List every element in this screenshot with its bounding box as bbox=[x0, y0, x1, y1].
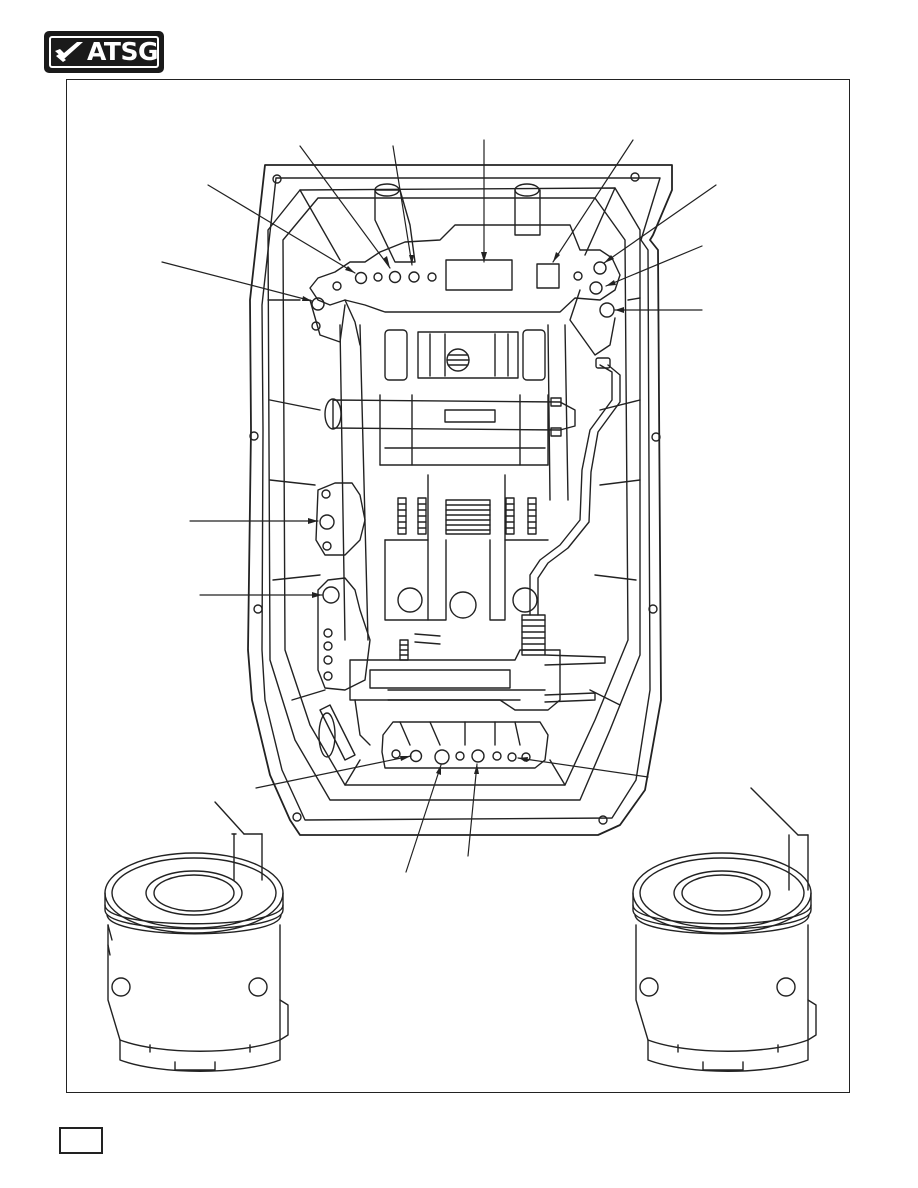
atsg-logo: ATSG bbox=[44, 31, 164, 73]
right-piston-detail bbox=[632, 787, 817, 1072]
solenoid-springs bbox=[384, 474, 549, 621]
logo-text: ATSG bbox=[87, 37, 159, 66]
logo-border bbox=[49, 36, 159, 68]
left-piston-detail bbox=[104, 801, 289, 1072]
pan-well bbox=[267, 187, 641, 801]
top-pipes bbox=[374, 183, 541, 263]
valve-body-center bbox=[324, 324, 576, 641]
left-mid-brackets bbox=[315, 482, 371, 691]
flange-bolt-holes bbox=[249, 172, 661, 825]
callout-leaders bbox=[161, 139, 717, 873]
page-number-box bbox=[59, 1127, 103, 1154]
oil-pan-flange bbox=[247, 164, 673, 836]
bottom-bracket bbox=[381, 721, 549, 769]
figure-frame bbox=[66, 79, 850, 1093]
callout-arrowheads bbox=[302, 252, 624, 775]
upper-valve-body bbox=[309, 224, 621, 356]
lower-valve-body bbox=[318, 633, 606, 761]
checkmark-wing-icon bbox=[55, 42, 83, 62]
